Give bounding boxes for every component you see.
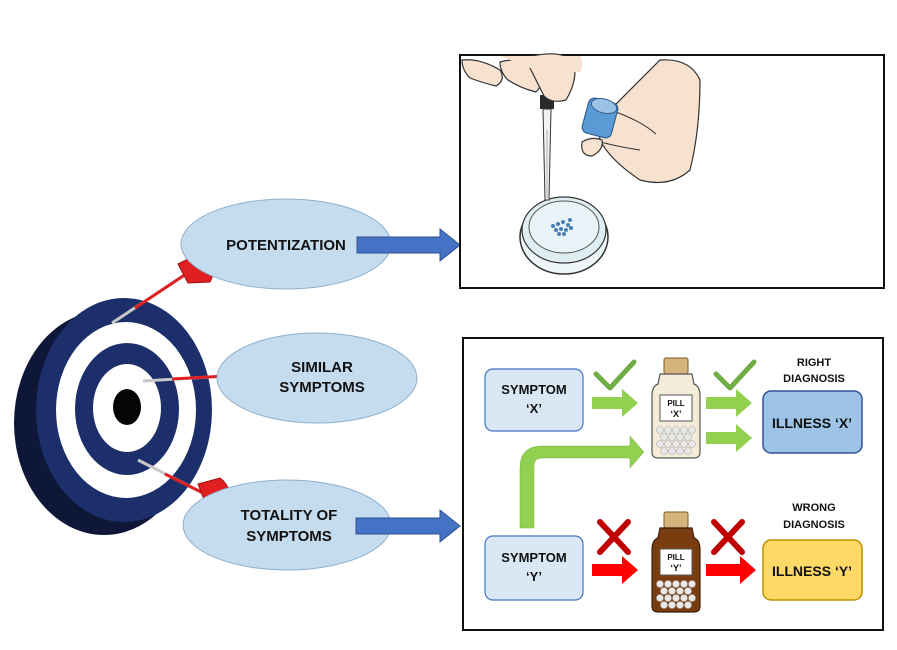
pill-bottle-icon: PILL ‘Y’ — [651, 511, 701, 613]
totality-label-line2: SYMPTOMS — [246, 528, 332, 545]
green-arrow — [706, 389, 752, 417]
similar-label-line1: SIMILAR — [291, 359, 353, 376]
totality-arrow — [355, 508, 461, 544]
wrong-diagnosis-line1: WRONG — [792, 502, 835, 514]
vial-hand-icon — [581, 59, 701, 183]
symptom-y-line2: ‘Y’ — [526, 569, 542, 584]
cross-icon — [711, 519, 745, 555]
potentization-arrow — [356, 227, 461, 263]
dropper-hand-icon — [461, 53, 583, 201]
symptom-y-box — [484, 535, 584, 601]
totality-label-line1: TOTALITY OF — [241, 507, 338, 524]
symptom-x-line1: SYMPTOM — [501, 382, 567, 397]
green-arrow — [592, 389, 638, 417]
pill-x-line1: PILL — [667, 399, 684, 408]
pill-y-line2: ‘Y’ — [670, 563, 681, 573]
petri-dish-icon — [519, 196, 609, 275]
green-arrow — [706, 424, 752, 452]
potentization-panel — [459, 53, 885, 289]
symptom-x-line2: ‘X’ — [526, 401, 542, 416]
red-arrow — [592, 556, 638, 584]
target-icon — [14, 298, 212, 535]
pill-y-line1: PILL — [667, 553, 684, 562]
wrong-diagnosis-line2: DIAGNOSIS — [783, 519, 845, 531]
right-diagnosis-line1: RIGHT — [797, 357, 832, 369]
red-arrow — [706, 556, 756, 584]
check-icon — [593, 359, 637, 391]
diagnosis-panel: SYMPTOM ‘X’ SYMPTOM ‘Y’ — [462, 337, 884, 631]
cross-icon — [597, 519, 631, 555]
similar-label-line2: SYMPTOMS — [279, 379, 365, 396]
illness-y-box — [762, 539, 863, 601]
totality-ellipse: TOTALITY OF SYMPTOMS — [182, 479, 392, 571]
similar-symptoms-ellipse: SIMILAR SYMPTOMS — [216, 332, 418, 424]
illness-x-label: ILLNESS ‘X’ — [772, 415, 852, 431]
potentization-ellipse: POTENTIZATION — [180, 198, 392, 290]
potentization-label: POTENTIZATION — [226, 237, 346, 254]
illness-y-label: ILLNESS ‘Y’ — [772, 563, 852, 579]
pill-bottle-icon: PILL ‘X’ — [651, 357, 701, 459]
illness-x-box — [762, 390, 863, 454]
right-diagnosis-line2: DIAGNOSIS — [783, 373, 845, 385]
symptom-y-line1: SYMPTOM — [501, 550, 567, 565]
check-icon — [713, 359, 757, 391]
pill-x-line2: ‘X’ — [670, 409, 681, 419]
symptom-x-box — [484, 368, 584, 432]
green-connector-arrow — [519, 435, 645, 529]
